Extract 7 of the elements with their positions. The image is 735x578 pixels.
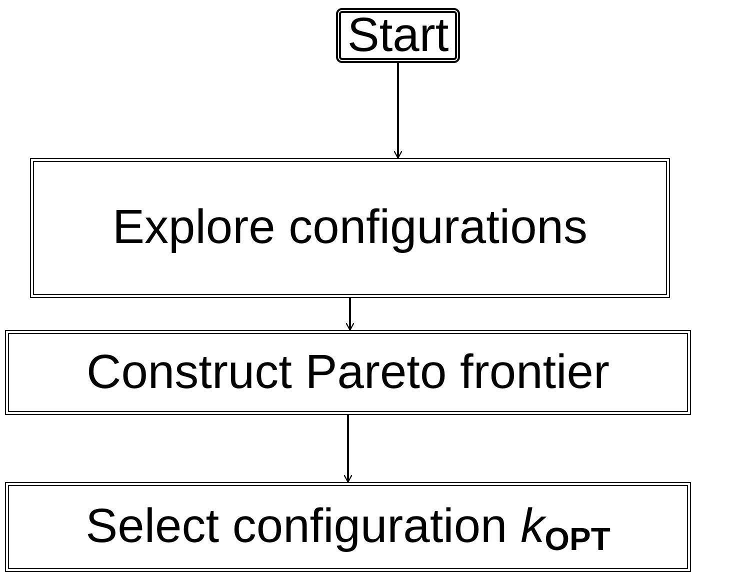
arrow <box>393 63 403 159</box>
process-box: Construct Pareto frontier <box>5 330 691 415</box>
arrow <box>343 415 353 483</box>
arrow <box>345 298 355 331</box>
start-box: Start <box>336 8 460 63</box>
process-box: Explore configurations <box>30 158 670 298</box>
process-box: Select configuration k$_{OPT}$ <box>5 482 691 572</box>
